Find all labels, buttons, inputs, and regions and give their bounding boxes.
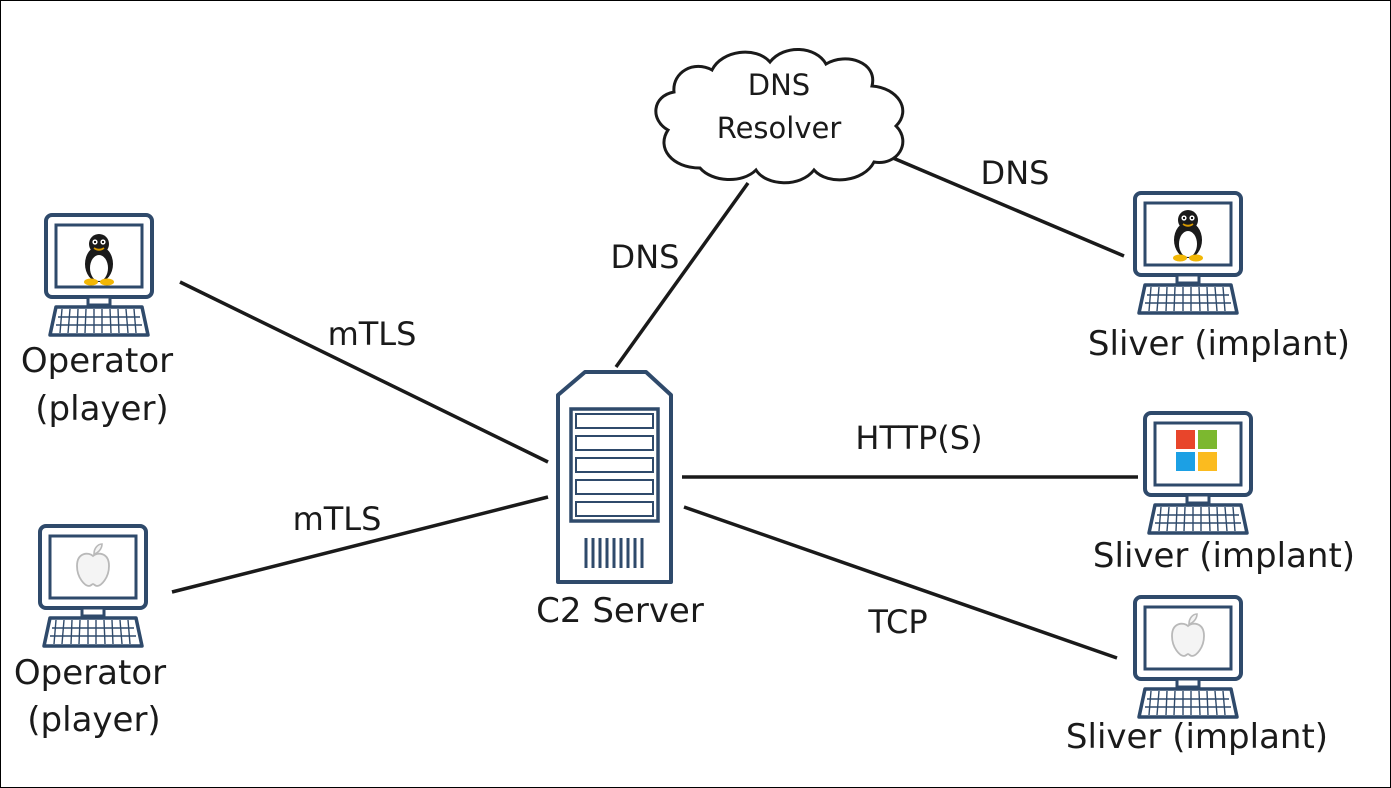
edge-label-operator-mac: mTLS xyxy=(293,500,382,538)
edge-label-tcp: TCP xyxy=(867,603,927,641)
dns-resolver-label-line2: Resolver xyxy=(717,111,842,145)
edge-operator-mac-c2 xyxy=(171,495,549,594)
connection-lines xyxy=(171,156,1138,660)
implant-linux-label: Sliver (implant) xyxy=(1088,324,1350,364)
computer-icon xyxy=(1133,595,1243,719)
windows-icon xyxy=(1176,430,1217,471)
operator-linux-label-line1: Operator xyxy=(21,341,173,381)
operator-linux-label-line2: (player) xyxy=(35,389,168,429)
implant-mac-computer: Sliver (implant) xyxy=(1066,595,1328,757)
c2-server-label: C2 Server xyxy=(536,591,704,631)
edge-c2-implant-mac xyxy=(683,505,1118,660)
edge-label-operator-linux: mTLS xyxy=(328,315,417,353)
edge-c2-dns xyxy=(614,181,750,369)
operator-mac-label-line2: (player) xyxy=(27,700,160,740)
dns-resolver-label-line1: DNS xyxy=(748,68,810,102)
operator-mac-computer: Operator (player) xyxy=(14,524,166,740)
c2-server: C2 Server xyxy=(536,370,704,631)
operator-linux-computer: Operator (player) xyxy=(21,213,173,429)
computer-icon xyxy=(38,524,148,648)
implant-windows-computer: Sliver (implant) xyxy=(1093,411,1355,576)
edge-label-c2-dns: DNS xyxy=(611,238,680,276)
edge-operator-linux-c2 xyxy=(179,280,549,464)
server-icon xyxy=(556,370,673,584)
dns-resolver-cloud: DNS Resolver xyxy=(654,48,905,185)
implant-linux-computer: Sliver (implant) xyxy=(1088,191,1350,364)
operator-mac-label-line1: Operator xyxy=(14,653,166,693)
edge-dns-implant-linux xyxy=(892,156,1125,258)
implant-windows-label: Sliver (implant) xyxy=(1093,536,1355,576)
implant-mac-label: Sliver (implant) xyxy=(1066,717,1328,757)
cloud-icon xyxy=(654,48,905,185)
edge-label-http: HTTP(S) xyxy=(855,419,982,457)
edge-label-dns-implant: DNS xyxy=(981,154,1050,192)
